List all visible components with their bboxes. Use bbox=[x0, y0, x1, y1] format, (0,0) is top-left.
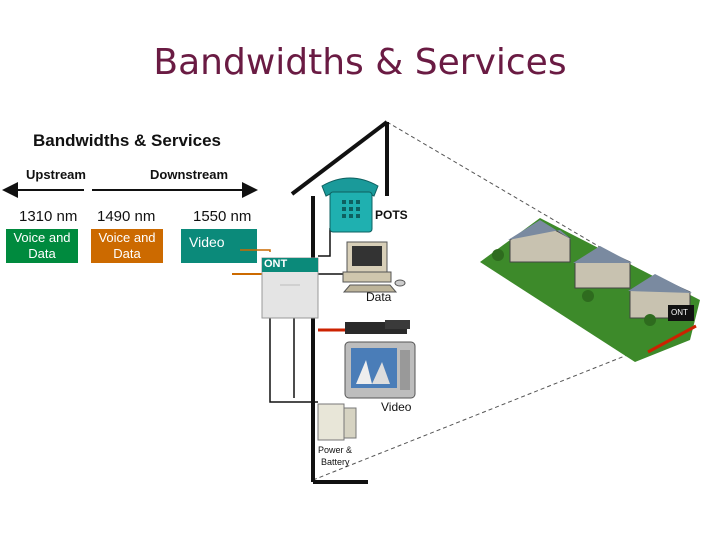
power-battery-icon bbox=[317, 403, 357, 441]
direction-arrows bbox=[2, 182, 258, 198]
power-label-line2: Battery bbox=[321, 457, 350, 467]
ont-box bbox=[261, 257, 319, 319]
pots-wire bbox=[318, 228, 331, 257]
perspective-line-bottom bbox=[312, 337, 671, 481]
slide-title: Bandwidths & Services bbox=[153, 42, 567, 83]
video-label: Video bbox=[381, 400, 412, 414]
service-label-1550: Video bbox=[189, 234, 225, 250]
perspective-line-top bbox=[386, 121, 691, 301]
inset-ont-label: ONT bbox=[671, 308, 688, 317]
inset-ont-box bbox=[668, 305, 694, 321]
service-box-1490: Voice and Data bbox=[91, 229, 163, 263]
service-label-1310: Voice and Data bbox=[13, 230, 71, 261]
wavelength-1550: 1550 nm bbox=[193, 208, 252, 225]
power-label-line1: Power & bbox=[318, 445, 353, 455]
pots-label: POTS bbox=[375, 208, 408, 222]
data-label: Data bbox=[366, 290, 392, 304]
diagram-subtitle: Bandwidths & Services bbox=[33, 131, 222, 150]
computer-icon bbox=[342, 241, 406, 293]
power-wire-1 bbox=[269, 318, 318, 403]
inset-fiber-line bbox=[647, 324, 697, 354]
service-box-1310: Voice and Data bbox=[6, 229, 78, 263]
set-top-box-icon bbox=[345, 320, 410, 334]
wavelength-1310: 1310 nm bbox=[19, 208, 78, 225]
ont-label: ONT bbox=[264, 258, 288, 270]
neighborhood-illustration bbox=[480, 218, 700, 362]
telephone-icon bbox=[321, 177, 379, 233]
roof-left bbox=[290, 120, 389, 196]
downstream-label: Downstream bbox=[150, 167, 229, 182]
wavelength-1490: 1490 nm bbox=[97, 208, 156, 225]
service-label-1490: Voice and Data bbox=[98, 230, 156, 261]
upstream-label: Upstream bbox=[26, 167, 86, 182]
service-box-1550: Video bbox=[181, 229, 257, 263]
television-icon bbox=[344, 341, 416, 399]
